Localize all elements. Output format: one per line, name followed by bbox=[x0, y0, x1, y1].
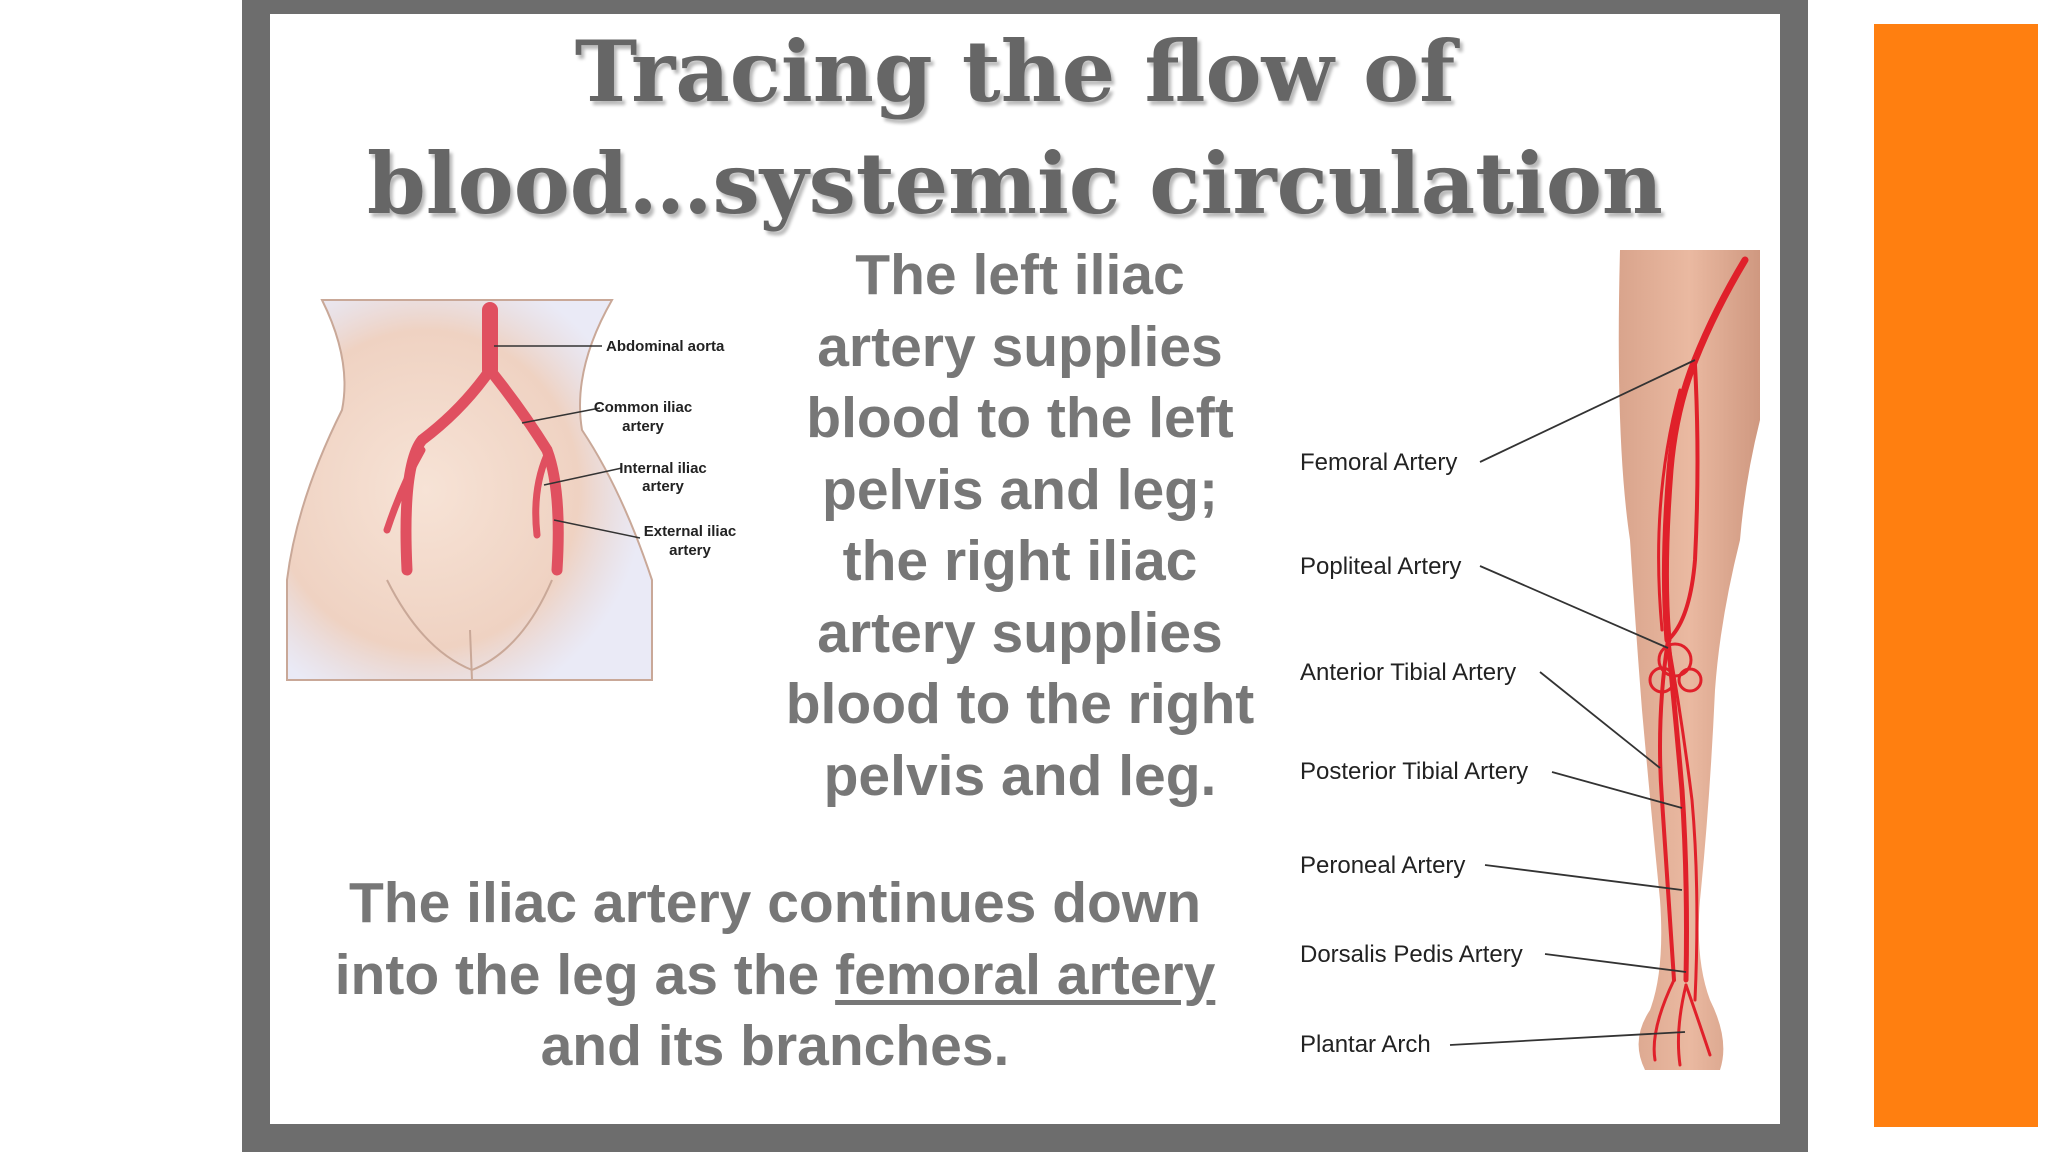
leg-silhouette bbox=[1618, 250, 1760, 1070]
leg-leader-lines bbox=[1449, 359, 1696, 1046]
bottom-line-2-prefix: into the leg as the bbox=[334, 942, 836, 1007]
leg-artery-illustration: Femoral Artery Popliteal Artery Anterior… bbox=[1300, 250, 1760, 1070]
center-line-4: pelvis and leg; bbox=[822, 457, 1218, 522]
femoral-artery-link[interactable]: femoral artery bbox=[835, 942, 1216, 1007]
center-line-3: blood to the left bbox=[806, 386, 1234, 450]
bottom-line-1: The iliac artery continues down bbox=[348, 871, 1202, 935]
leg-arteries bbox=[1648, 256, 1749, 1067]
slide-title: Tracing the flow of blood…systemic circu… bbox=[300, 16, 1730, 240]
label-plantar-arch: Plantar Arch bbox=[1300, 1031, 1431, 1058]
bottom-paragraph: The iliac artery continues down into the… bbox=[290, 868, 1260, 1083]
pelvis-body bbox=[286, 299, 653, 681]
label-peroneal-artery: Peroneal Artery bbox=[1300, 852, 1465, 879]
bottom-line-3: and its branches. bbox=[540, 1014, 1010, 1078]
center-paragraph: The left iliac artery supplies blood to … bbox=[760, 240, 1280, 812]
pelvis-midline bbox=[469, 629, 473, 681]
label-abdominal-aorta: Abdominal aorta bbox=[606, 338, 725, 355]
accent-bar bbox=[1874, 24, 2038, 1127]
pelvis-arteries bbox=[383, 302, 564, 576]
title-line-2: blood…systemic circulation bbox=[367, 134, 1663, 233]
label-dorsalis-pedis-artery: Dorsalis Pedis Artery bbox=[1300, 941, 1523, 968]
bottom-line-2: into the leg as the femoral artery bbox=[290, 940, 1260, 1012]
label-common-iliac-1: Common iliac bbox=[594, 399, 692, 416]
label-femoral-artery: Femoral Artery bbox=[1300, 449, 1457, 476]
label-external-iliac-1: External iliac bbox=[644, 523, 737, 540]
label-popliteal-artery: Popliteal Artery bbox=[1300, 553, 1461, 580]
center-line-1: The left iliac bbox=[855, 243, 1185, 307]
label-internal-iliac-2: artery bbox=[642, 478, 684, 495]
center-line-2: artery supplies bbox=[817, 314, 1223, 379]
label-common-iliac-2: artery bbox=[622, 418, 664, 435]
label-anterior-tibial-artery: Anterior Tibial Artery bbox=[1300, 659, 1516, 686]
title-line-1: Tracing the flow of bbox=[574, 22, 1456, 121]
label-posterior-tibial-artery: Posterior Tibial Artery bbox=[1300, 758, 1528, 785]
pelvis-leader-lines bbox=[494, 345, 641, 539]
center-line-7: blood to the right bbox=[785, 672, 1255, 736]
pelvis-artery-illustration: Abdominal aorta Common iliac artery Inte… bbox=[286, 299, 737, 681]
label-external-iliac-2: artery bbox=[669, 542, 711, 559]
center-line-6: artery supplies bbox=[817, 600, 1223, 665]
center-line-8: pelvis and leg. bbox=[823, 743, 1217, 808]
label-internal-iliac-1: Internal iliac bbox=[619, 460, 707, 477]
center-line-5: the right iliac bbox=[842, 529, 1198, 593]
